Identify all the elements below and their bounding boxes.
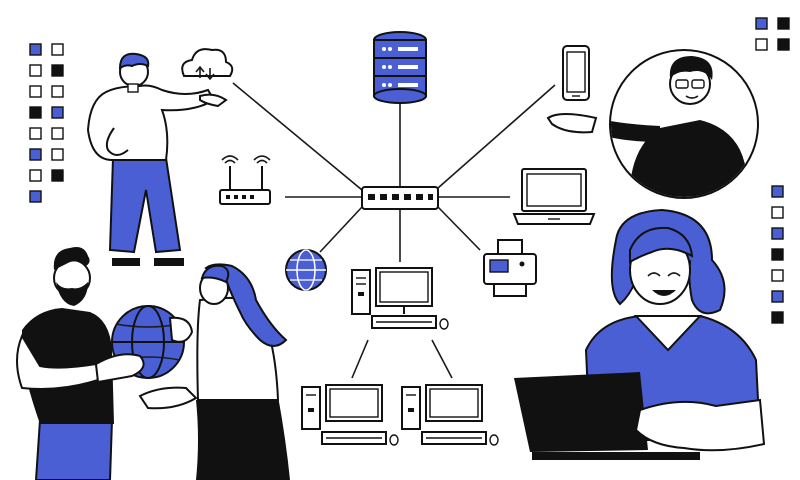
decorative-square xyxy=(771,248,784,261)
decorative-square xyxy=(755,17,768,30)
decorative-squares-right-top xyxy=(755,17,790,51)
decorative-square xyxy=(29,106,42,119)
desktop-computer-icon xyxy=(301,384,399,446)
decorative-square xyxy=(51,85,64,98)
decorative-square xyxy=(771,311,784,324)
decorative-square xyxy=(51,106,64,119)
person-at-laptop xyxy=(514,208,766,460)
decorative-square xyxy=(777,17,790,30)
decorative-square xyxy=(29,148,42,161)
decorative-square xyxy=(29,64,42,77)
decorative-square xyxy=(51,127,64,140)
person-woman-long-hair xyxy=(138,263,290,480)
decorative-square xyxy=(771,227,784,240)
decorative-square xyxy=(29,169,42,182)
decorative-square xyxy=(29,43,42,56)
decorative-square xyxy=(29,85,42,98)
decorative-square xyxy=(51,169,64,182)
network-switch-icon xyxy=(361,186,439,210)
decorative-square xyxy=(771,269,784,282)
decorative-square xyxy=(771,290,784,303)
decorative-squares-right xyxy=(771,185,784,324)
person-with-globe xyxy=(16,247,194,480)
decorative-square xyxy=(777,38,790,51)
decorative-square xyxy=(755,38,768,51)
network-connections xyxy=(232,82,556,379)
decorative-square xyxy=(29,190,42,203)
decorative-square xyxy=(51,43,64,56)
cloud-sync-icon xyxy=(181,48,234,81)
globe-icon xyxy=(285,249,327,291)
laptop-icon xyxy=(512,168,596,225)
person-with-cloud xyxy=(86,52,228,266)
decorative-square xyxy=(51,148,64,161)
printer-icon xyxy=(483,239,537,297)
mobile-phone-icon xyxy=(562,45,590,101)
decorative-squares-left xyxy=(29,43,64,203)
avatar xyxy=(546,49,759,199)
desktop-computer-icon xyxy=(401,384,499,446)
decorative-square xyxy=(51,64,64,77)
decorative-square xyxy=(771,185,784,198)
decorative-square xyxy=(29,127,42,140)
database-server-icon xyxy=(373,31,427,104)
desktop-computer-icon xyxy=(351,267,449,330)
wifi-router-icon xyxy=(219,155,271,205)
decorative-square xyxy=(771,206,784,219)
